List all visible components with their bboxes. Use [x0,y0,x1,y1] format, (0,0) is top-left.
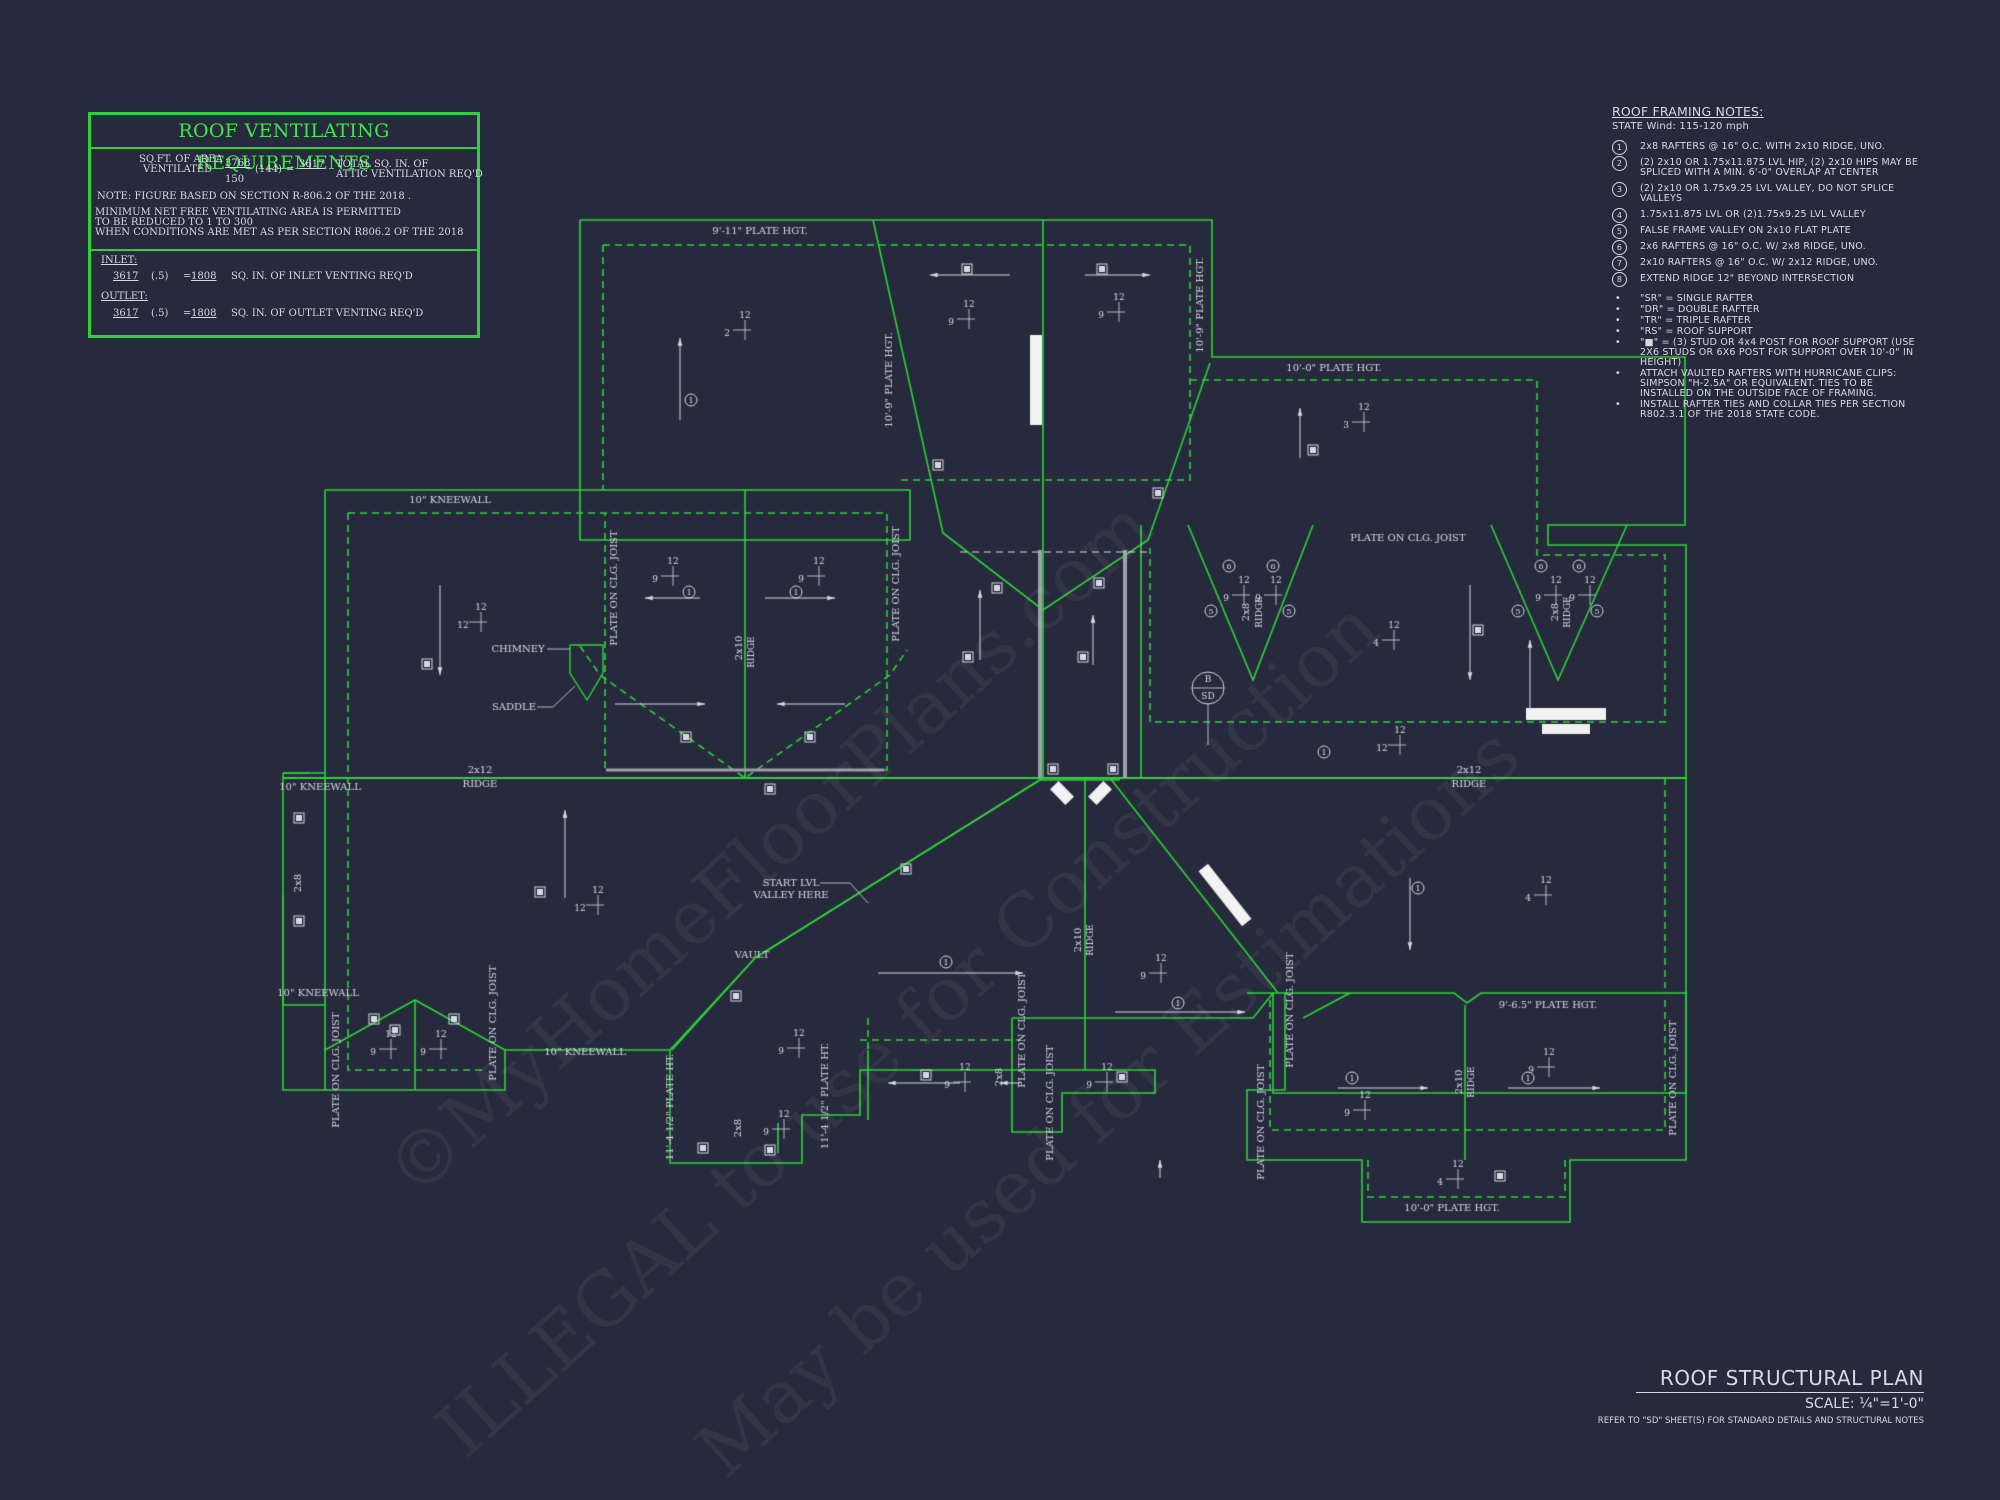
min-line-2: TO BE REDUCED TO 1 TO 300 [95,217,254,228]
inlet-value: 1808 [191,271,217,282]
framing-notes-title: ROOF FRAMING NOTES: [1612,104,1764,119]
inlet-equals: = [183,271,192,282]
area-equals: = [286,164,295,175]
ventilation-calculation: SQ.FT. OF AREA VENTILATED 3768 150 (144)… [91,149,483,251]
inlet-description: SQ. IN. OF INLET VENTING REQ'D [231,271,413,282]
outlet-factor: (.5) [151,308,169,319]
framing-bullet: •"SR" = SINGLE RAFTER [1615,293,1754,304]
framing-bullet: •"■" = (3) STUD OR 4x4 POST FOR ROOF SUP… [1615,337,1915,368]
area-value: 3768 [225,158,251,169]
min-line-1: MINIMUM NET FREE VENTILATING AREA IS PER… [95,207,401,218]
framing-bullet: •INSTALL RAFTER TIES AND COLLAR TIES PER… [1615,399,1906,420]
framing-bullet: •ATTACH VAULTED RAFTERS WITH HURRICANE C… [1615,368,1897,399]
ventilation-note: NOTE: FIGURE BASED ON SECTION R-806.2 OF… [97,191,412,202]
total-value: 3617 [299,159,325,170]
total-label-1: TOTAL SQ. IN. OF [336,159,429,170]
total-label-2: ATTIC VENTILATION REQ'D [336,169,483,180]
framing-bullet: •"RS" = ROOF SUPPORT [1615,326,1753,337]
inlet-total: 3617 [113,271,139,282]
outlet-value: 1808 [191,308,217,319]
area-multiplier: (144) [255,164,282,175]
plan-title: ROOF STRUCTURAL PLAN [1636,1366,1924,1393]
ventilation-title: ROOF VENTILATING REQUIREMENTS [91,115,477,174]
roof-framing-notes: ROOF FRAMING NOTES: STATE Wind: 115-120 … [1612,104,1928,421]
ventilation-requirements-box: ROOF VENTILATING REQUIREMENTS SQ.FT. OF … [88,112,483,338]
sqft-label-2: VENTILATED [143,164,213,175]
framing-bullet: •"DR" = DOUBLE RAFTER [1615,304,1760,315]
framing-bullet: •"TR" = TRIPLE RAFTER [1615,315,1751,326]
outlet-description: SQ. IN. OF OUTLET VENTING REQ'D [231,308,424,319]
min-line-3: WHEN CONDITIONS ARE MET AS PER SECTION R… [95,227,464,238]
plan-scale: SCALE: ¼"=1'-0" [1805,1396,1924,1412]
sqft-label-1: SQ.FT. OF AREA [139,154,223,165]
framing-note: 2(2) 2x10 OR 1.75x11.875 LVL HIP, (2) 2x… [1612,156,1928,178]
inlet-label: INLET: [101,255,138,266]
outlet-equals: = [183,308,192,319]
framing-notes-wind: STATE Wind: 115-120 mph [1612,121,1750,132]
inlet-factor: (.5) [151,271,169,282]
area-divisor: 150 [225,174,245,185]
outlet-label: OUTLET: [101,291,148,302]
outlet-total: 3617 [113,308,139,319]
plan-reference-note: REFER TO "SD" SHEET(S) FOR STANDARD DETA… [1597,1416,1924,1426]
framing-note: 3(2) 2x10 OR 1.75x9.25 LVL VALLEY, DO NO… [1612,182,1928,204]
